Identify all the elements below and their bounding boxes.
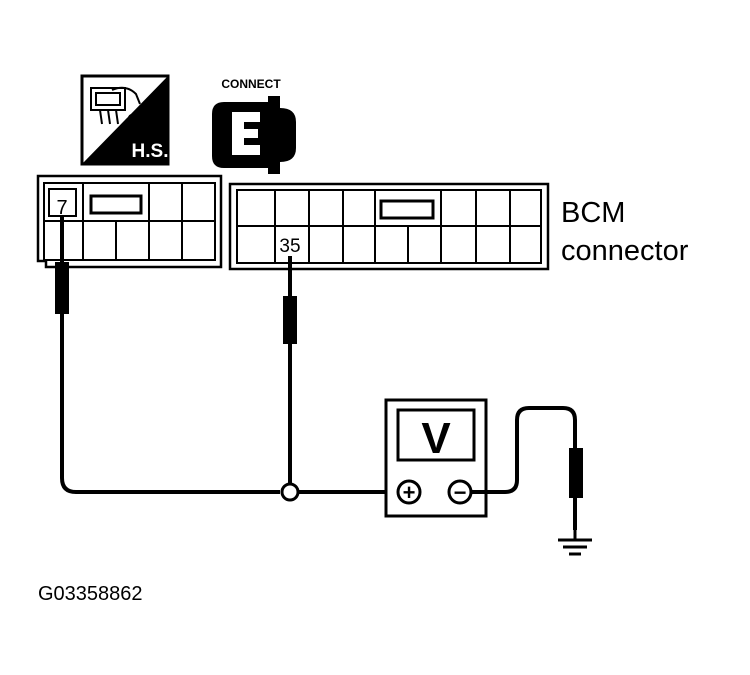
pin-7-label: 7 — [56, 197, 67, 219]
connector-label: connector — [561, 235, 689, 267]
voltmeter: V + − — [384, 398, 488, 518]
hs-label: H.S. — [132, 141, 169, 162]
meter-display: V — [421, 414, 451, 463]
figure-id: G03358862 — [38, 583, 143, 605]
ground-symbol-icon — [558, 530, 592, 556]
ground-lead — [471, 406, 583, 530]
connect-label: CONNECT — [221, 77, 281, 91]
pin-35-label: 35 — [279, 236, 300, 257]
bcm-label: BCM — [561, 197, 625, 229]
negative-terminal-icon: − — [447, 479, 473, 505]
probe-wire-pin-35 — [283, 256, 297, 484]
svg-text:+: + — [403, 480, 416, 505]
harness-side-icon: H.S. — [80, 74, 170, 166]
junction-node — [280, 482, 300, 502]
connect-icon: CONNECT — [212, 77, 296, 174]
positive-terminal-icon: + — [396, 479, 422, 505]
connector-right-block: 35 — [228, 182, 550, 271]
connector-plug-icon — [90, 86, 141, 125]
connector-left-block: 7 — [36, 174, 223, 269]
probe-wire-pin-7 — [55, 216, 280, 494]
svg-text:−: − — [454, 480, 467, 505]
